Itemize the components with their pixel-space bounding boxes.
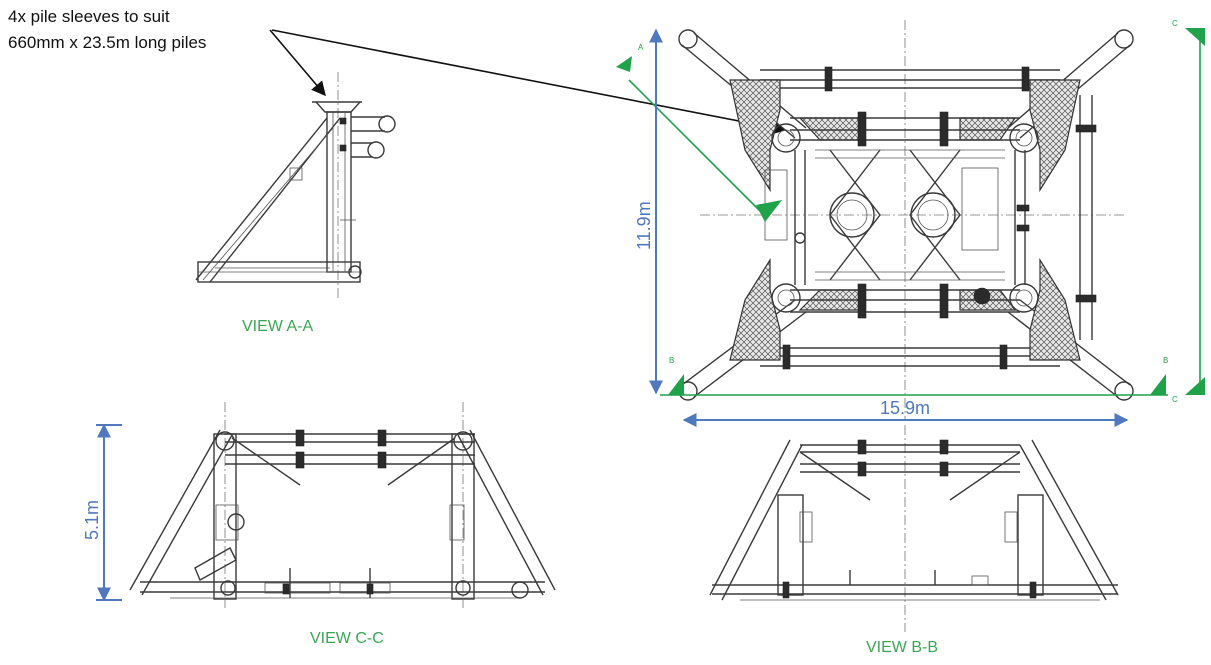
view-a-a-drawing: [195, 72, 396, 298]
callout-leader-view-a: [269, 29, 326, 97]
dimension-height-elev: 5.1m: [82, 500, 102, 540]
section-arrow-b-left: [668, 374, 684, 395]
callout-leader-plan: [271, 29, 787, 135]
section-mark-b-right: B: [1163, 356, 1168, 365]
plan-view-drawing: [678, 20, 1134, 420]
view-b-b-label: VIEW B-B: [866, 639, 938, 656]
callout-line-1: 4x pile sleeves to suit: [8, 7, 170, 26]
view-a-a-label: VIEW A-A: [242, 318, 313, 335]
dimension-height-plan: 11.9m: [634, 201, 654, 250]
section-arrow-c-top: [1185, 28, 1205, 46]
section-mark-c-top: C: [1172, 19, 1178, 28]
section-mark-c-bottom: C: [1172, 395, 1178, 404]
section-mark-b-left: B: [669, 356, 674, 365]
section-arrow-c-bottom: [1185, 377, 1205, 395]
section-arrow-a-bottom: [756, 200, 782, 222]
section-arrow-b-right: [1150, 374, 1166, 395]
callout-line-2: 660mm x 23.5m long piles: [8, 33, 206, 52]
dimension-width-plan: 15.9m: [880, 398, 930, 418]
view-c-c-label: VIEW C-C: [310, 630, 384, 647]
section-arrow-a-top: [616, 56, 632, 72]
section-mark-a: A: [638, 43, 644, 52]
view-c-c-drawing: [129, 402, 556, 608]
view-b-b-drawing: [709, 425, 1119, 632]
